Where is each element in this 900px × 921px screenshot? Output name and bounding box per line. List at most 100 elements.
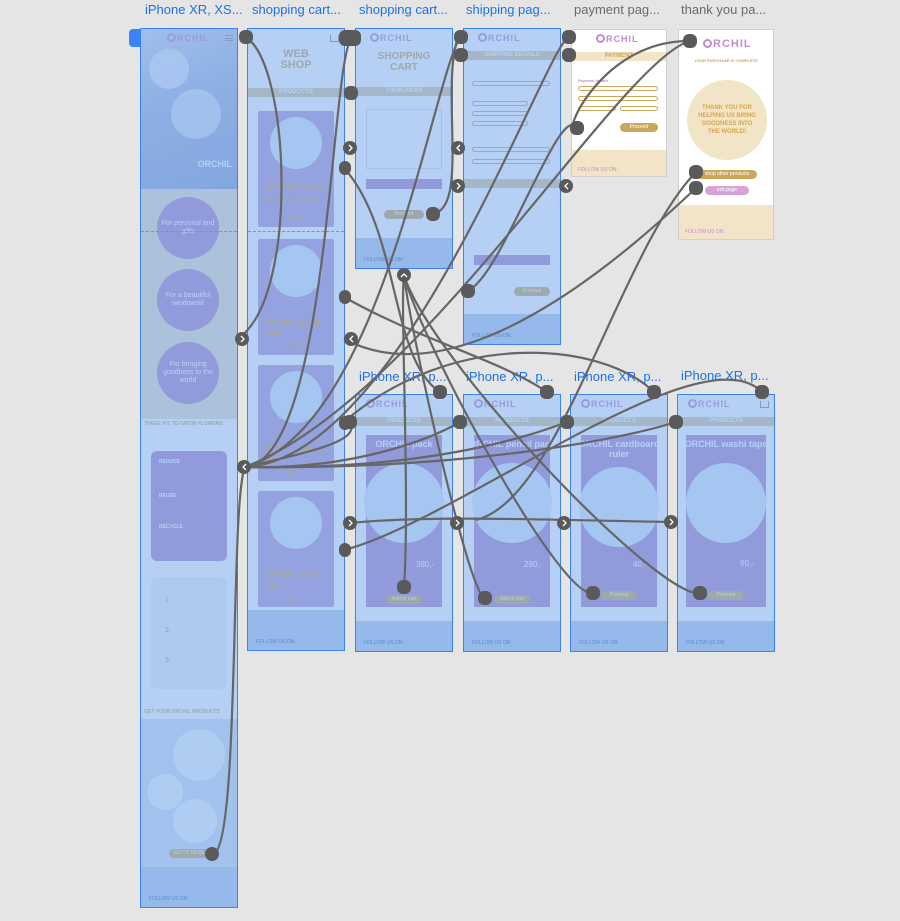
frame-payment[interactable]: RCHIL PAYMENT Payment details Proceed FO…	[571, 29, 667, 177]
proceed-button[interactable]: Proceed	[620, 123, 658, 132]
shipping-field[interactable]	[472, 159, 550, 164]
frame-thankyou[interactable]: RCHIL YOUR PURCHASE IS COMPLETE THANK YO…	[678, 29, 774, 240]
shipping-field[interactable]	[472, 121, 528, 126]
cvc-field[interactable]	[620, 106, 658, 111]
logo[interactable]: RCHIL	[596, 34, 639, 44]
shipping-field[interactable]	[472, 81, 550, 86]
cart-icon[interactable]	[760, 401, 769, 408]
cart-items-list	[366, 109, 442, 169]
follow-us: FOLLOW US ON:	[686, 640, 726, 646]
product-card-ruler[interactable]: ORCHIL cardboard ruler 40,-	[258, 365, 334, 481]
exit-page-button[interactable]: exit page	[705, 186, 749, 195]
proceed-button[interactable]: Proceed	[708, 591, 744, 600]
product-title: ORCHIL cardboard ruler	[578, 439, 660, 459]
frame-shipping[interactable]: RCHIL SHIPPING DETAILS Proceed FOLLOW US…	[463, 28, 561, 345]
steps-card: 1. 2. 3.	[151, 577, 227, 689]
proceed-button[interactable]: Proceed	[384, 210, 424, 219]
three-rs-heading: THREE R'S TO GROW FLOWERS	[144, 421, 223, 427]
logo[interactable]: RCHIL	[370, 33, 413, 43]
frame-product-pencil[interactable]: RCHIL PRODUCTS ORCHIL pencil pack 280,- …	[463, 394, 561, 652]
artboard-label-product-4[interactable]: iPhone XR, p...	[681, 368, 769, 383]
menu-icon[interactable]	[225, 35, 233, 41]
follow-us: FOLLOW US ON:	[149, 896, 189, 902]
card-number-field[interactable]	[578, 86, 658, 91]
product-price: 380,-	[288, 215, 304, 222]
product-card-tape[interactable]: ORCHIL washi tape 60,-	[258, 491, 334, 607]
shipping-band: SHIPPING DETAILS	[464, 51, 560, 60]
logo[interactable]: RCHIL	[688, 399, 731, 409]
follow-us: FOLLOW US ON:	[578, 167, 618, 173]
shipping-field[interactable]	[472, 111, 528, 116]
logo[interactable]: RCHIL	[581, 399, 624, 409]
proceed-button[interactable]: Proceed	[514, 287, 550, 296]
logo[interactable]: RCHIL	[366, 399, 409, 409]
product-title: ORCHIL washi tape	[684, 439, 768, 449]
collage-circle	[173, 729, 225, 781]
orchid-petal-shape	[171, 89, 221, 139]
expiry-field[interactable]	[578, 106, 616, 111]
product-image	[270, 245, 322, 297]
product-name: ORCHIL pack	[264, 182, 328, 193]
logo[interactable]: RCHIL	[167, 33, 210, 43]
frame-product-pack[interactable]: RCHIL PRODUCTS ORCHIL pack 380,- Add to …	[355, 394, 453, 652]
cart-total-row	[366, 179, 442, 189]
buy-it-here-button[interactable]: BUY IT HERE	[169, 849, 209, 858]
artboard-label-shipping[interactable]: shipping pag...	[466, 2, 551, 17]
get-products-heading: GET YOUR ORCHIL PRODUCTS	[144, 709, 220, 715]
artboard-label-cart[interactable]: shopping cart...	[359, 2, 448, 17]
artboard-label-product-2[interactable]: iPhone XR, p...	[466, 369, 554, 384]
total-row	[474, 255, 550, 265]
thankyou-subtitle: YOUR PURCHASE IS COMPLETE	[694, 58, 758, 63]
footer: FOLLOW US ON:	[678, 621, 774, 651]
shipping-field[interactable]	[472, 101, 528, 106]
follow-us: FOLLOW US ON:	[256, 639, 296, 645]
circle-windowsill: For a beautiful windowsill	[157, 269, 219, 331]
rs-reduce: REDUCE	[159, 459, 181, 465]
orchid-petal-shape	[149, 49, 189, 89]
follow-us: FOLLOW US ON:	[472, 640, 512, 646]
logo[interactable]: RCHIL	[703, 38, 752, 50]
payment-section-title: Payment details	[578, 78, 609, 83]
frame-home[interactable]: RCHIL ORCHIL For personal and gifts For …	[140, 28, 238, 908]
logo[interactable]: RCHIL	[478, 33, 521, 43]
product-price: 280,-	[524, 560, 543, 569]
footer: FOLLOW US ON:	[679, 205, 773, 239]
footer: FOLLOW US ON:	[464, 314, 560, 344]
product-price: 380,-	[416, 560, 435, 569]
payment-band: PAYMENT	[572, 52, 666, 61]
products-band: PRODUCTS	[248, 88, 344, 97]
follow-us: FOLLOW US ON:	[364, 640, 404, 646]
frame-product-ruler[interactable]: RCHIL PRODUCTS ORCHIL cardboard ruler 40…	[570, 394, 668, 652]
add-to-cart-button[interactable]: Add to cart	[386, 595, 422, 604]
product-price: 280,-	[288, 343, 304, 350]
products-band: PRODUCTS	[571, 417, 667, 426]
fixed-scroll-guide	[141, 231, 237, 232]
artboard-label-product-1[interactable]: iPhone XR, p...	[359, 369, 447, 384]
artboard-label-product-3[interactable]: iPhone XR, p...	[574, 369, 662, 384]
add-to-cart-button[interactable]: Add to cart	[494, 595, 530, 604]
footer: FOLLOW US ON:	[141, 867, 237, 907]
footer: FOLLOW US ON:	[572, 150, 666, 176]
artboard-label-payment[interactable]: payment pag...	[574, 2, 660, 17]
artboard-label-shop[interactable]: shopping cart...	[252, 2, 341, 17]
product-title: ORCHIL pencil pack	[469, 439, 555, 449]
frame-product-tape[interactable]: RCHIL PRODUCTS ORCHIL washi tape 60,- Pr…	[677, 394, 775, 652]
artboard-label-home[interactable]: iPhone XR, XS...	[145, 2, 243, 17]
cart-icon[interactable]	[330, 35, 339, 42]
proceed-button[interactable]: Proceed	[601, 591, 637, 600]
product-card-pencil[interactable]: ORCHIL pencil pack 280,-	[258, 239, 334, 355]
card-name-field[interactable]	[578, 96, 658, 101]
shop-other-products-button[interactable]: shop other products	[697, 170, 757, 179]
circle-personal: For personal and gifts	[157, 197, 219, 259]
follow-us: FOLLOW US ON:	[364, 257, 404, 263]
frame-home-flag[interactable]	[129, 29, 141, 47]
artboard-label-thankyou[interactable]: thank you pa...	[681, 2, 767, 17]
product-card-pack[interactable]: ORCHIL pack pencils + tape + ruler 380,-	[258, 111, 334, 227]
shipping-field[interactable]	[472, 147, 550, 152]
follow-us: FOLLOW US ON:	[685, 229, 725, 235]
circle-goodness: For bringing goodness to the world	[157, 342, 219, 404]
logo[interactable]: RCHIL	[474, 399, 517, 409]
